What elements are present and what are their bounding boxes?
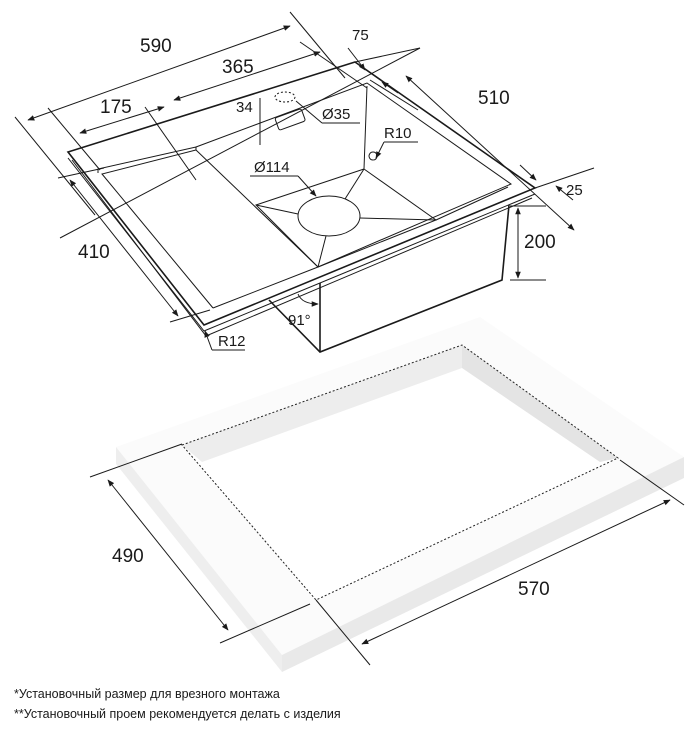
footnotes: *Установочный размер для врезного монтаж… bbox=[14, 684, 341, 724]
cutout-depth-label: 490 bbox=[112, 546, 144, 567]
cutout-outline bbox=[181, 344, 619, 601]
dim-r12: R12 bbox=[218, 333, 246, 350]
drain-hole bbox=[297, 195, 361, 237]
countertop bbox=[116, 317, 684, 672]
dim-200: 200 bbox=[524, 232, 556, 253]
dim-590: 590 bbox=[140, 36, 172, 57]
dim-overflow: Ø35 bbox=[322, 106, 350, 123]
dim-r10: R10 bbox=[384, 125, 412, 142]
dim-25: 25 bbox=[566, 182, 583, 199]
dim-175: 175 bbox=[100, 97, 132, 118]
dim-510: 510 bbox=[478, 88, 510, 109]
dim-365: 365 bbox=[222, 57, 254, 78]
cutout-dimensions: 490 570 bbox=[89, 443, 685, 666]
footnote-1: *Установочный размер для врезного монтаж… bbox=[14, 687, 280, 701]
sink-dimensions: 590 365 175 75 510 34 Ø35 R10 Ø114 25 20 bbox=[14, 11, 595, 351]
dim-angle: 91° bbox=[288, 312, 311, 329]
dim-drain: Ø114 bbox=[254, 159, 290, 176]
sink-body bbox=[268, 204, 510, 353]
dim-75: 75 bbox=[352, 27, 369, 44]
dim-34: 34 bbox=[236, 99, 253, 116]
footnote-2: **Установочный проем рекомендуется делат… bbox=[14, 707, 341, 721]
dim-410: 410 bbox=[78, 242, 110, 263]
cutout-width-label: 570 bbox=[518, 579, 550, 600]
